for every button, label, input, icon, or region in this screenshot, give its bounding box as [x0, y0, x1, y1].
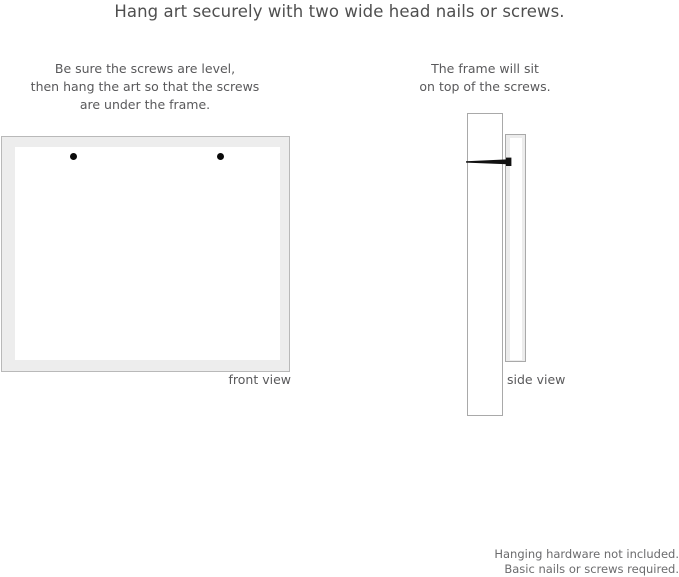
front-view-caption: Be sure the screws are level, then hang …: [0, 60, 290, 114]
footer-note-line-2: Basic nails or screws required.: [504, 562, 679, 576]
frame-cross-section-inner: [510, 138, 522, 360]
footer-note: Hanging hardware not included. Basic nai…: [279, 547, 679, 577]
front-view-caption-line-2: then hang the art so that the screws: [30, 79, 260, 94]
footer-note-line-1: Hanging hardware not included.: [494, 547, 679, 561]
side-view-label: side view: [507, 372, 566, 387]
front-view-caption-line-3: are under the frame.: [79, 97, 211, 112]
front-view-diagram: [1, 136, 290, 372]
side-view-caption-line-2: on top of the screws.: [419, 79, 551, 94]
front-view-label: front view: [228, 372, 292, 387]
side-view-diagram: [460, 108, 610, 428]
page-title: Hang art securely with two wide head nai…: [114, 2, 565, 21]
side-view-caption: The frame will sit on top of the screws.: [395, 60, 575, 96]
front-view-caption-line-1: Be sure the screws are level,: [54, 61, 236, 76]
picture-frame-artwork-area: [15, 147, 280, 360]
screw-head-icon-right: [217, 153, 224, 160]
side-view-caption-line-1: The frame will sit: [431, 61, 539, 76]
nail-icon: [466, 157, 514, 167]
screw-head-icon-left: [70, 153, 77, 160]
